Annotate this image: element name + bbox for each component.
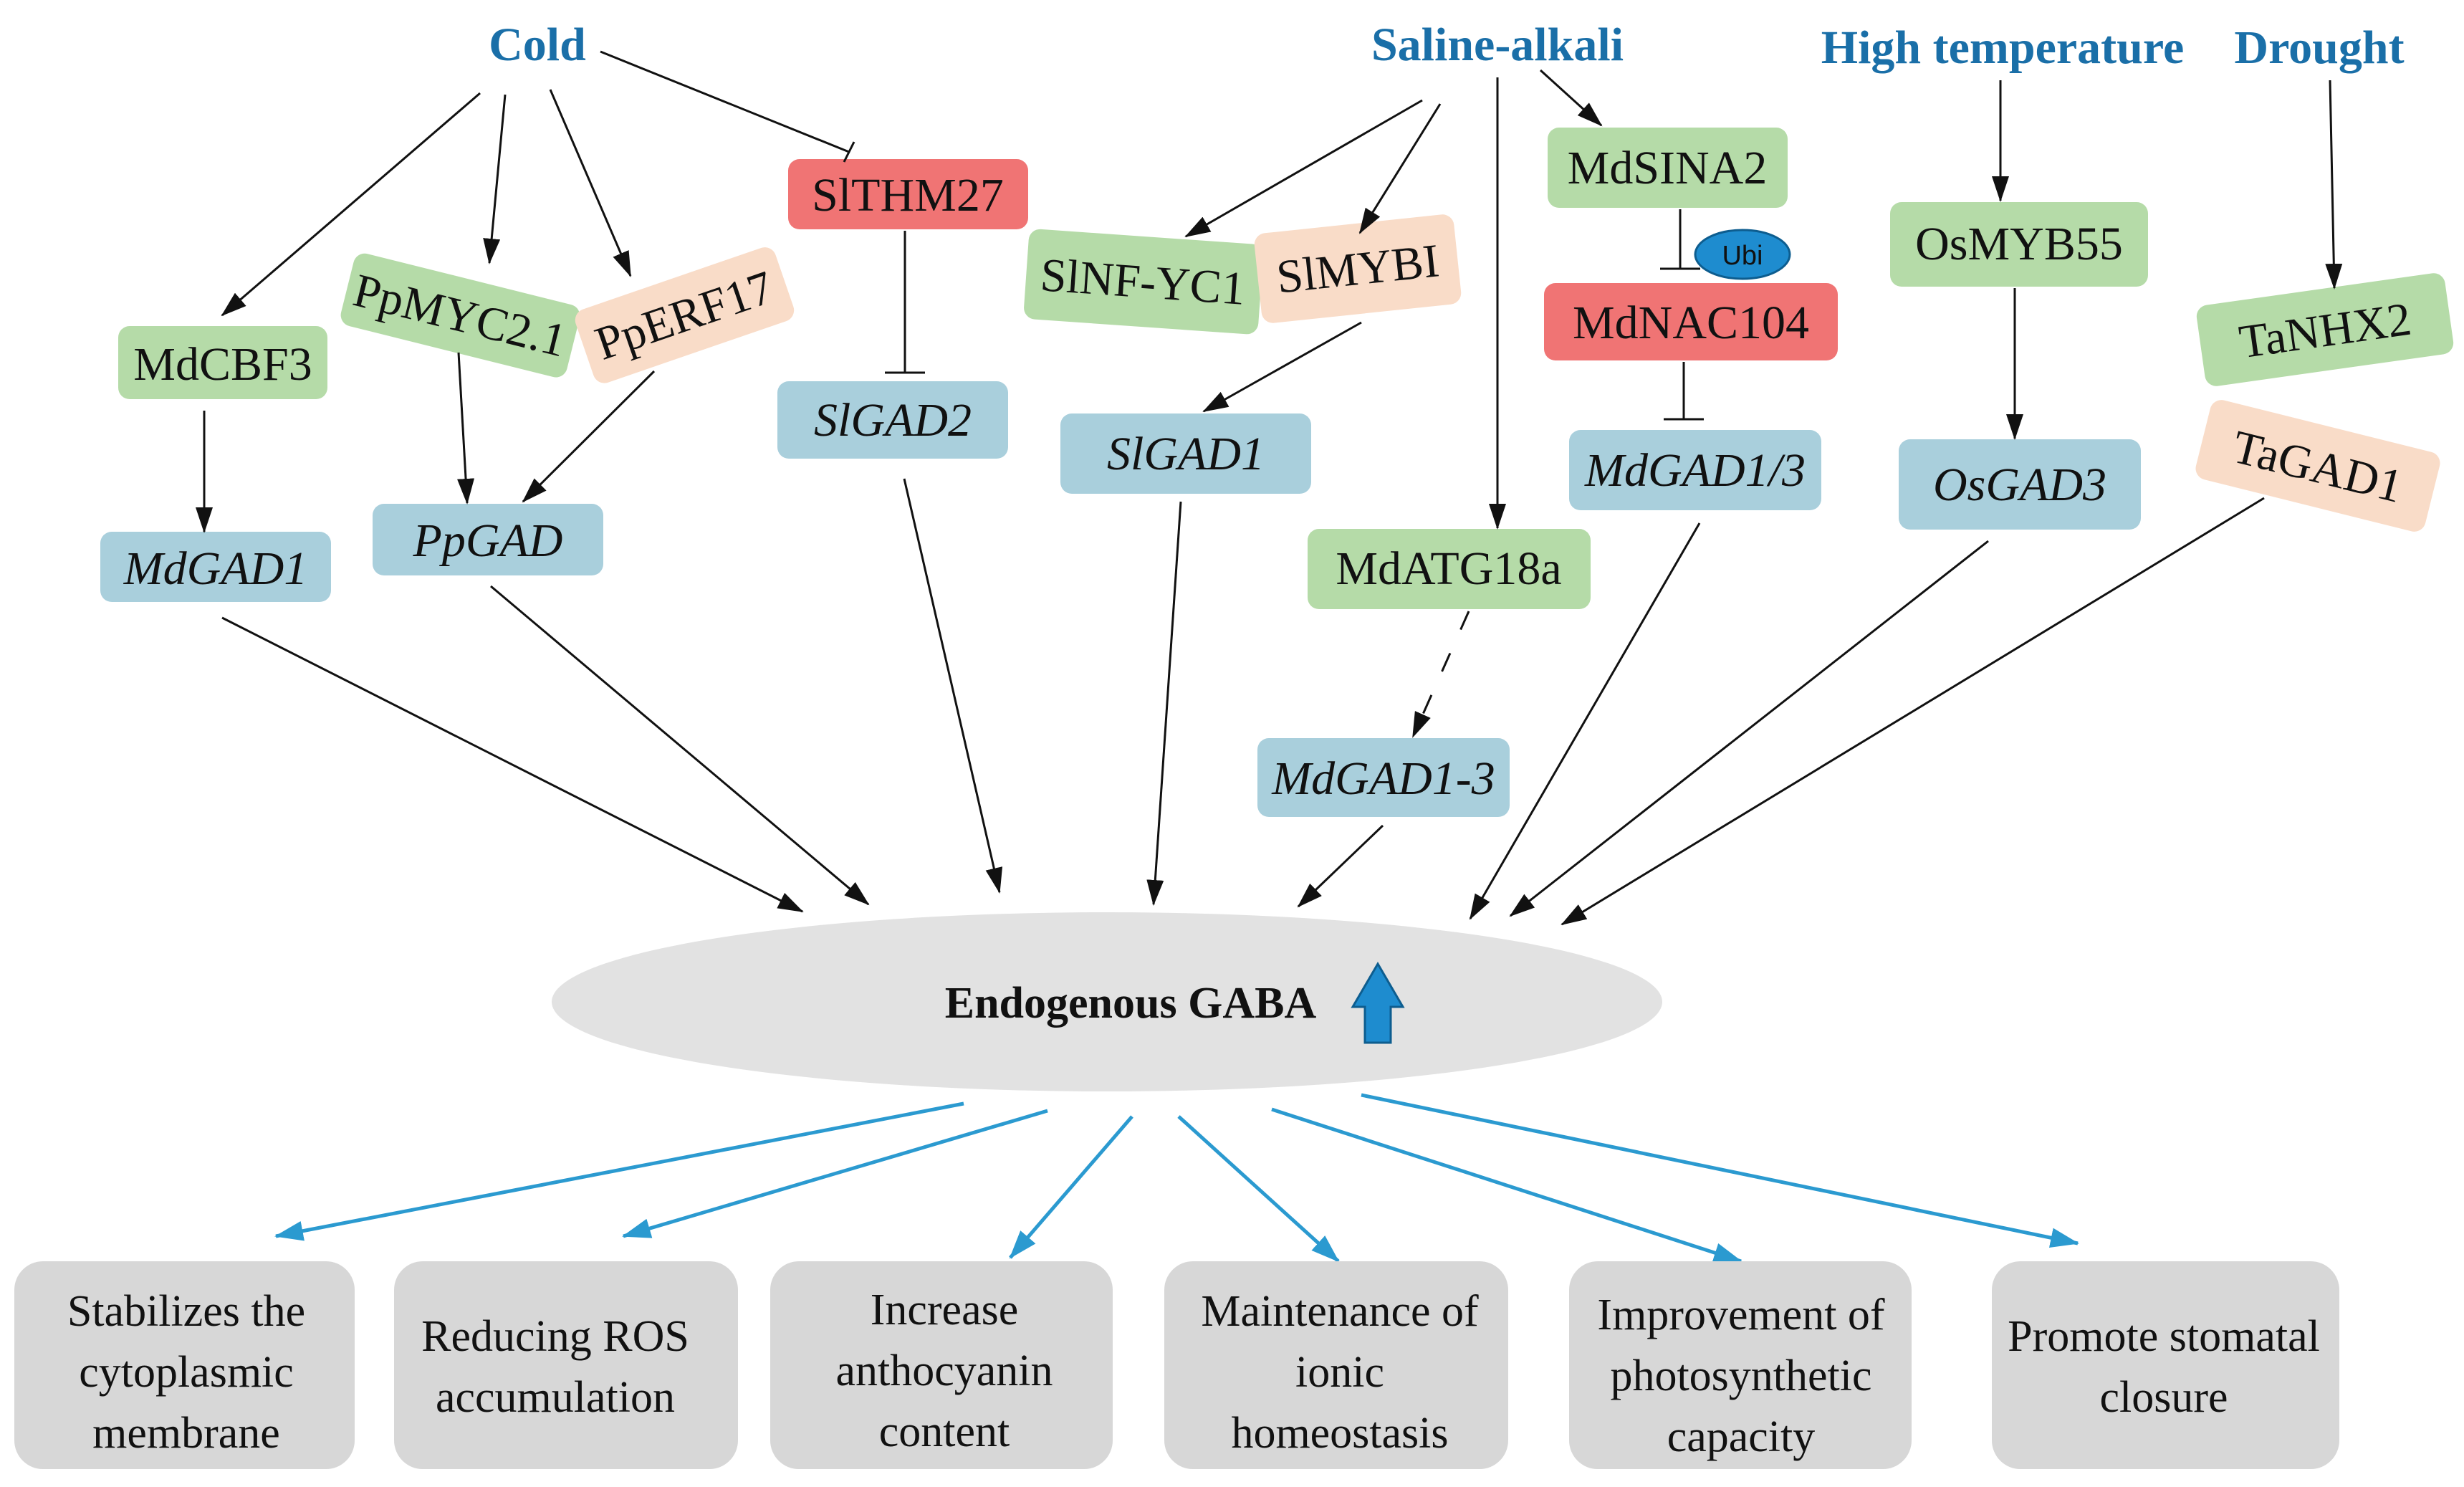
node-mdsina2: MdSINA2 bbox=[1548, 128, 1788, 208]
edge-saline-to-slmybi bbox=[1358, 103, 1442, 234]
node-slgad2: SlGAD2 bbox=[777, 381, 1008, 459]
edge-tagad1-to-gaba bbox=[1561, 497, 2265, 926]
effect-1-line-2: cytoplasmic bbox=[79, 1348, 294, 1397]
edge-mdgad1-to-gaba bbox=[221, 616, 804, 913]
effect-3-line-2: anthocyanin bbox=[835, 1347, 1053, 1395]
effect-5-line-2: photosynthetic bbox=[1610, 1352, 1871, 1400]
effect-box-1: Stabilizes the cytoplasmic membrane bbox=[14, 1261, 355, 1469]
effect-box-4: Maintenance of ionic homeostasis bbox=[1164, 1261, 1508, 1469]
effect-2-line-1: Reducing ROS bbox=[421, 1312, 689, 1361]
edge-mdgad1-3-slash-to-gaba bbox=[1469, 522, 1701, 920]
edge-saline-to-slnf-yc1 bbox=[1184, 99, 1423, 238]
stress-high-temperature-label: High temperature bbox=[1821, 21, 2185, 74]
node-slgad1-label: SlGAD1 bbox=[1107, 428, 1265, 480]
stress-cold-label: Cold bbox=[489, 19, 586, 71]
node-slgad2-label: SlGAD2 bbox=[814, 394, 972, 446]
node-ppgad-label: PpGAD bbox=[413, 515, 563, 567]
effect-1-line-3: membrane bbox=[92, 1409, 280, 1458]
stress-drought-label: Drought bbox=[2234, 21, 2404, 74]
node-osmyb55: OsMYB55 bbox=[1890, 202, 2148, 287]
edge-osgad3-to-gaba bbox=[1509, 540, 1989, 917]
endogenous-gaba-label: Endogenous GABA bbox=[945, 979, 1317, 1028]
effect-6-line-1: Promote stomatal bbox=[2008, 1312, 2320, 1361]
edge-cold-to-ppmyc2-1 bbox=[483, 94, 507, 264]
node-mdnac104: MdNAC104 bbox=[1544, 283, 1838, 360]
node-ppgad: PpGAD bbox=[373, 504, 603, 575]
effect-5-line-3: capacity bbox=[1667, 1412, 1816, 1461]
edge-pperf17-to-ppgad bbox=[522, 370, 656, 503]
node-mdatg18a: MdATG18a bbox=[1308, 529, 1591, 609]
edge-gaba-to-effect-6 bbox=[1361, 1093, 2079, 1248]
ubiquitin-badge: Ubi bbox=[1694, 229, 1791, 280]
edge-ppmyc2-1-to-ppgad bbox=[457, 352, 475, 505]
node-mdgad1-3-dash-label: MdGAD1-3 bbox=[1271, 752, 1495, 805]
node-slgad1: SlGAD1 bbox=[1060, 413, 1311, 494]
node-pperf17: PpERF17 bbox=[575, 247, 795, 383]
gaba-input-edges bbox=[221, 478, 2265, 926]
node-osmyb55-label: OsMYB55 bbox=[1915, 218, 2123, 270]
effect-3-line-1: Increase bbox=[871, 1286, 1019, 1334]
edge-gaba-to-effect-4 bbox=[1177, 1115, 1340, 1263]
edge-slgad1-to-gaba bbox=[1146, 501, 1182, 906]
node-mdgad1-3-dash: MdGAD1-3 bbox=[1257, 738, 1510, 817]
edge-gaba-to-effect-2 bbox=[622, 1109, 1048, 1238]
effect-3-line-3: content bbox=[879, 1407, 1010, 1456]
node-tanhx2: TaNHX2 bbox=[2196, 273, 2454, 386]
edge-ppgad-to-gaba bbox=[490, 585, 870, 906]
effect-edges bbox=[274, 1093, 2079, 1263]
node-osgad3-label: OsGAD3 bbox=[1933, 459, 2106, 511]
edge-cold-inhibits-slthm27-bar bbox=[843, 141, 855, 163]
effect-5-line-1: Improvement of bbox=[1597, 1291, 1885, 1339]
edge-cold-to-pperf17 bbox=[549, 89, 632, 277]
node-mdgad1-3-slash: MdGAD1/3 bbox=[1569, 430, 1821, 510]
edge-cold-to-mdcbf3 bbox=[221, 92, 481, 317]
node-mdatg18a-label: MdATG18a bbox=[1336, 542, 1561, 595]
node-mdcbf3: MdCBF3 bbox=[118, 326, 327, 399]
edge-gaba-to-effect-3 bbox=[1009, 1115, 1133, 1259]
node-ppmyc2-1: PpMYC2.1 bbox=[340, 253, 580, 378]
node-mdcbf3-label: MdCBF3 bbox=[133, 338, 312, 391]
stress-saline-alkali-label: Saline-alkali bbox=[1371, 19, 1624, 71]
edge-gaba-to-effect-5 bbox=[1271, 1107, 1742, 1263]
edge-slgad2-to-gaba bbox=[903, 478, 1003, 894]
node-mdgad1-label: MdGAD1 bbox=[123, 542, 308, 595]
node-tagad1: TaGAD1 bbox=[2195, 400, 2440, 532]
effect-2-line-2: accumulation bbox=[436, 1373, 675, 1422]
effect-box-6: Promote stomatal closure bbox=[1992, 1261, 2339, 1469]
effect-1-line-1: Stabilizes the bbox=[67, 1287, 305, 1336]
ubiquitin-label: Ubi bbox=[1722, 241, 1763, 271]
edge-cold-inhibits-slthm27 bbox=[600, 50, 850, 153]
node-slthm27-label: SlTHM27 bbox=[812, 169, 1004, 221]
endogenous-gaba-node: Endogenous GABA bbox=[552, 912, 1662, 1091]
node-slthm27: SlTHM27 bbox=[788, 159, 1028, 229]
node-mdgad1: MdGAD1 bbox=[100, 532, 331, 602]
edge-slmybi-to-slgad1 bbox=[1202, 321, 1362, 413]
node-mdnac104-label: MdNAC104 bbox=[1573, 297, 1809, 349]
effect-6-line-2: closure bbox=[2099, 1373, 2228, 1422]
effect-box-2: Reducing ROS accumulation bbox=[394, 1261, 738, 1469]
edge-drought-to-tanhx2 bbox=[2325, 80, 2343, 290]
edge-mdgad1-3-to-gaba bbox=[1297, 824, 1384, 908]
effect-4-line-1: Maintenance of bbox=[1201, 1287, 1479, 1336]
effect-4-line-2: ionic bbox=[1295, 1348, 1384, 1397]
effect-4-line-3: homeostasis bbox=[1231, 1409, 1448, 1458]
edge-saline-to-mdsina2 bbox=[1539, 69, 1603, 127]
node-mdgad1-3-slash-label: MdGAD1/3 bbox=[1584, 444, 1806, 497]
node-slmybi: SlMYBI bbox=[1254, 214, 1462, 323]
node-osgad3: OsGAD3 bbox=[1899, 439, 2141, 530]
node-mdsina2-label: MdSINA2 bbox=[1568, 142, 1768, 194]
effect-box-5: Improvement of photosynthetic capacity bbox=[1569, 1261, 1912, 1469]
increase-arrow-icon bbox=[1351, 962, 1405, 1044]
node-slnf-yc1: SlNF-YC1 bbox=[1024, 229, 1263, 335]
edge-gaba-to-effect-1 bbox=[274, 1101, 964, 1241]
edge-mdatg18a-to-mdgad1-3-dashed bbox=[1411, 611, 1470, 738]
regulatory-edges bbox=[196, 50, 2343, 738]
effect-box-3: Increase anthocyanin content bbox=[770, 1261, 1113, 1469]
